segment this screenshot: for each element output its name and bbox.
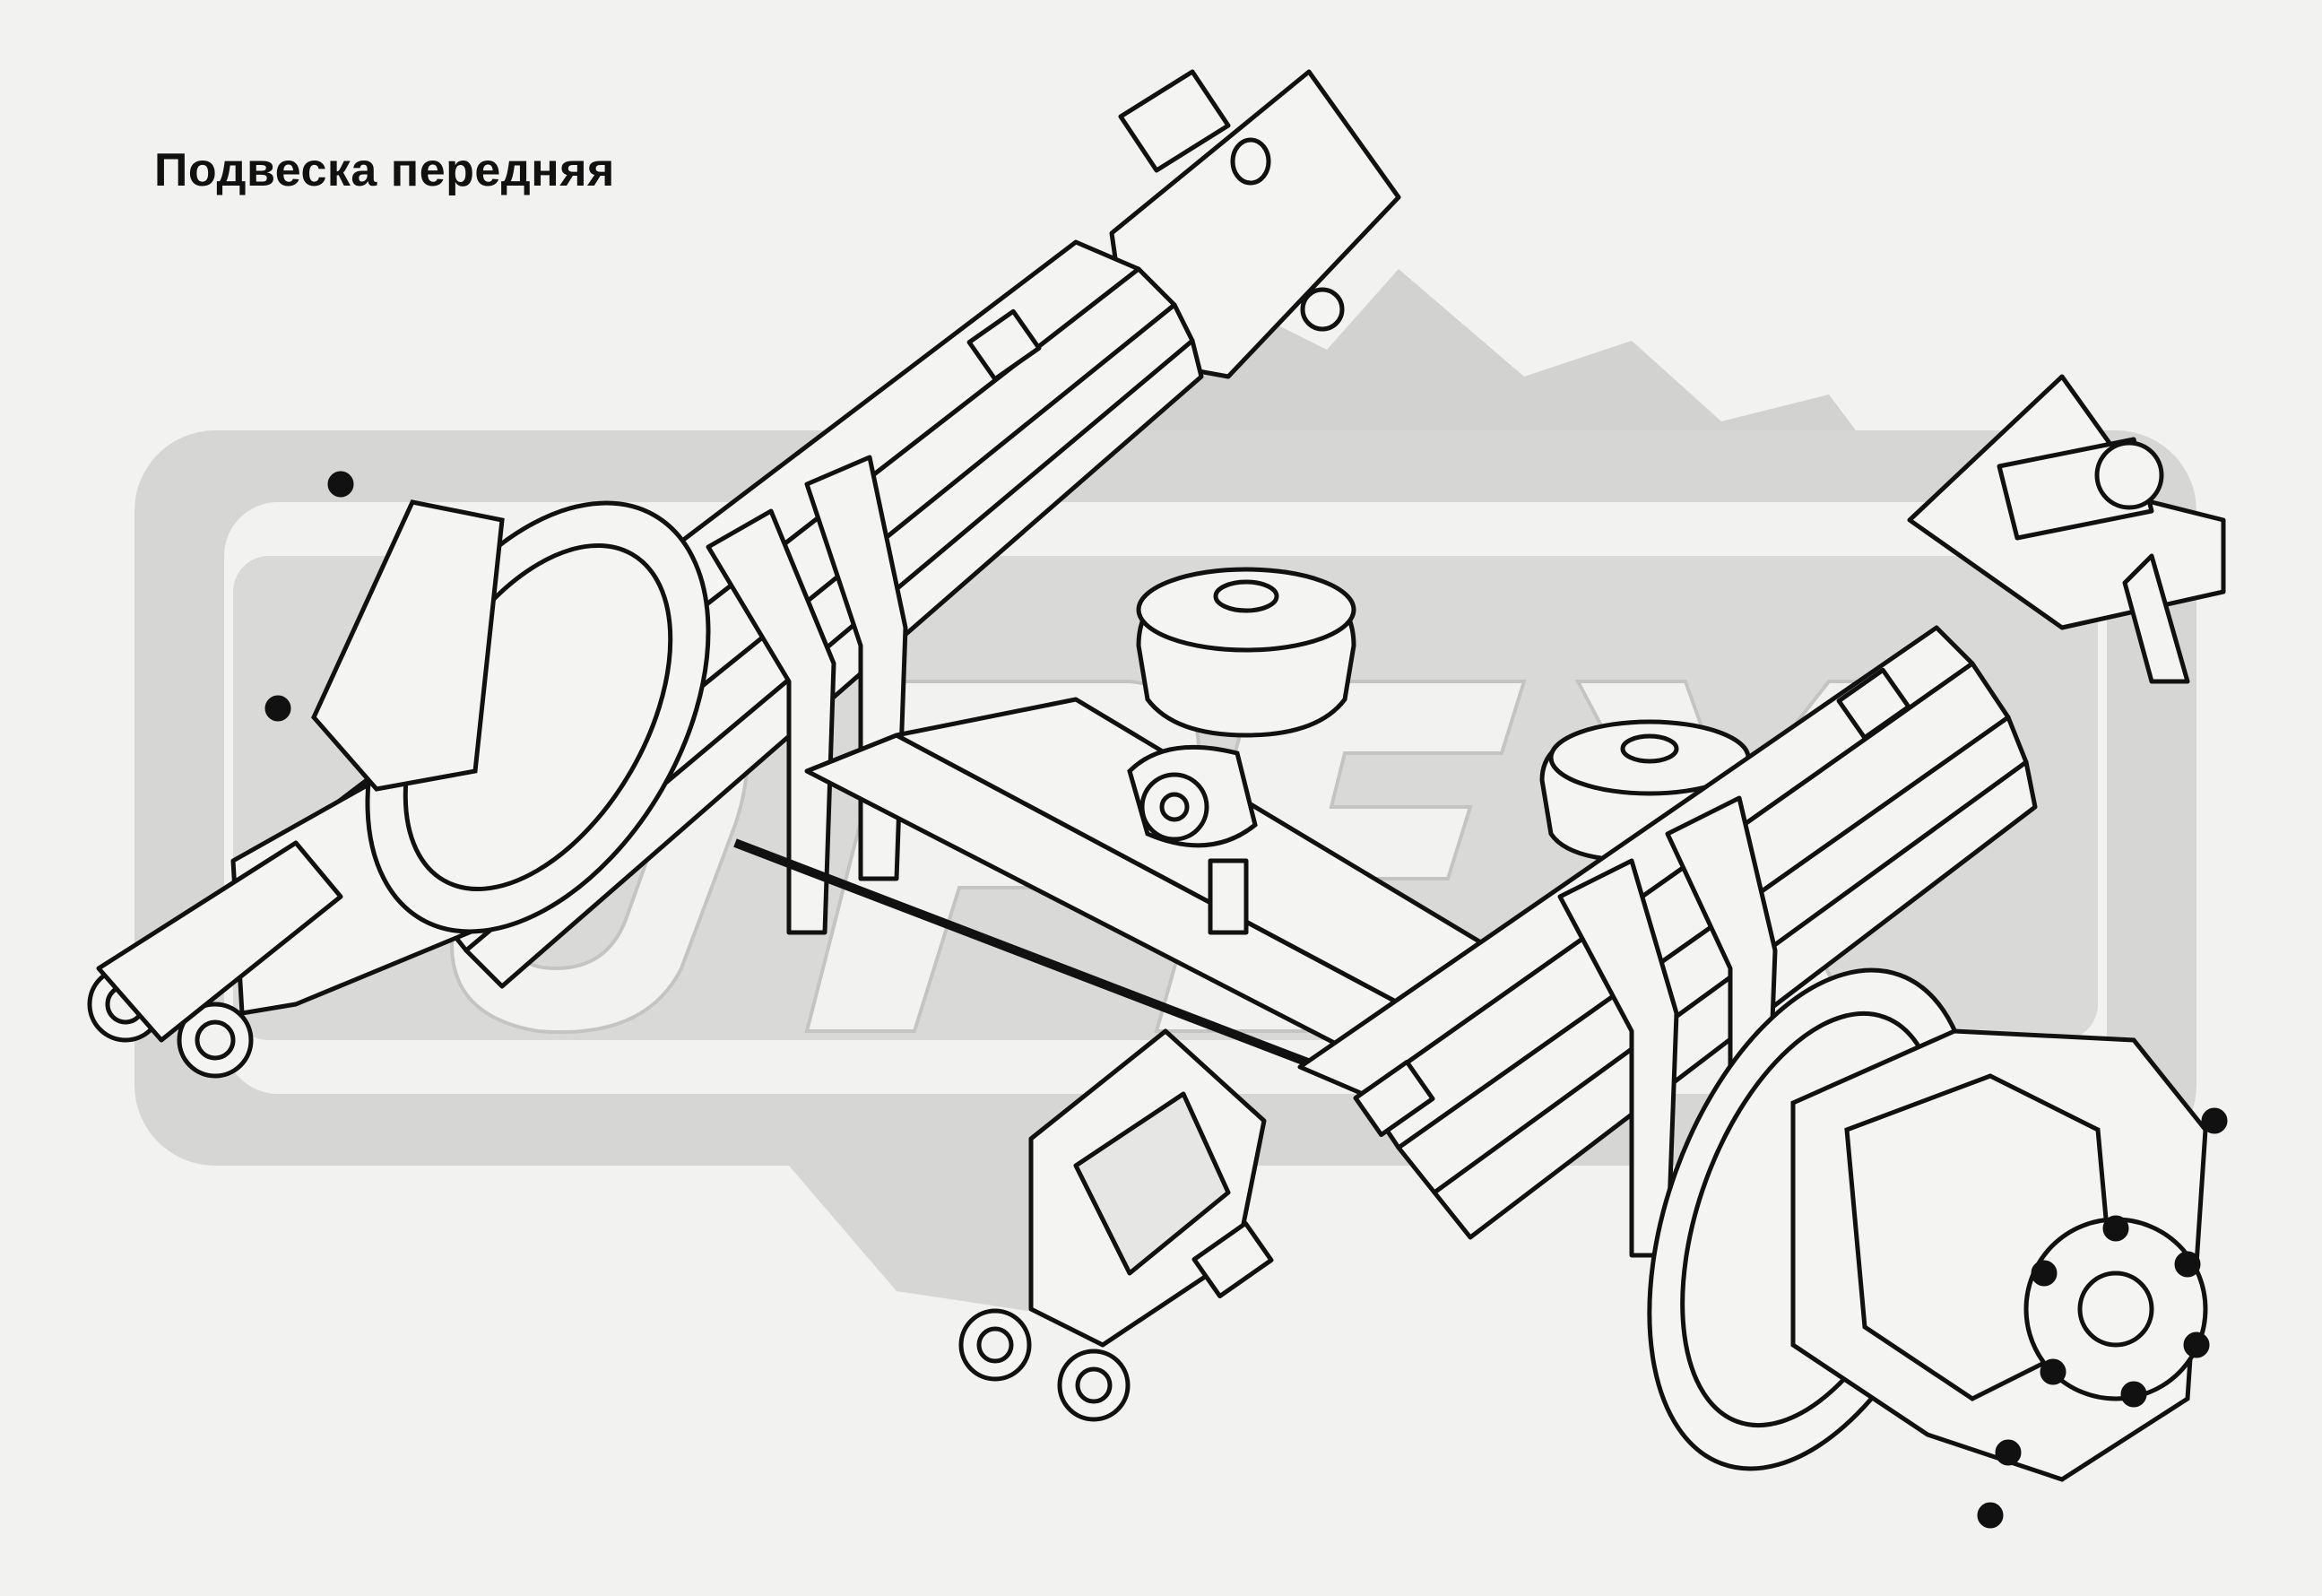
right-hub-studs (2031, 1215, 2210, 1408)
left-bracket-bolt (1300, 287, 1345, 332)
axle-bracket (1208, 858, 1249, 935)
left-wheel-hub (264, 471, 711, 934)
tie-rod (733, 838, 1391, 1098)
left-knuckle (311, 499, 505, 792)
right-clamp-1 (1353, 1059, 1435, 1138)
left-hub-stud (264, 695, 291, 722)
front-axle-beam (733, 697, 1527, 1098)
left-bracket-hole (1230, 137, 1271, 186)
right-leaf-spring (958, 374, 2226, 1422)
right-clamp-2 (1191, 1220, 1274, 1299)
right-clamp-3 (1836, 667, 1911, 741)
left-u-bolt-1 (706, 508, 836, 935)
left-brake-chamber (1127, 567, 1356, 848)
page-title: Подвеска передняя (154, 144, 615, 196)
left-shackle-eye (1118, 69, 1231, 173)
left-clamp-1 (966, 308, 1042, 382)
right-wheel-hub (1647, 967, 2228, 1529)
